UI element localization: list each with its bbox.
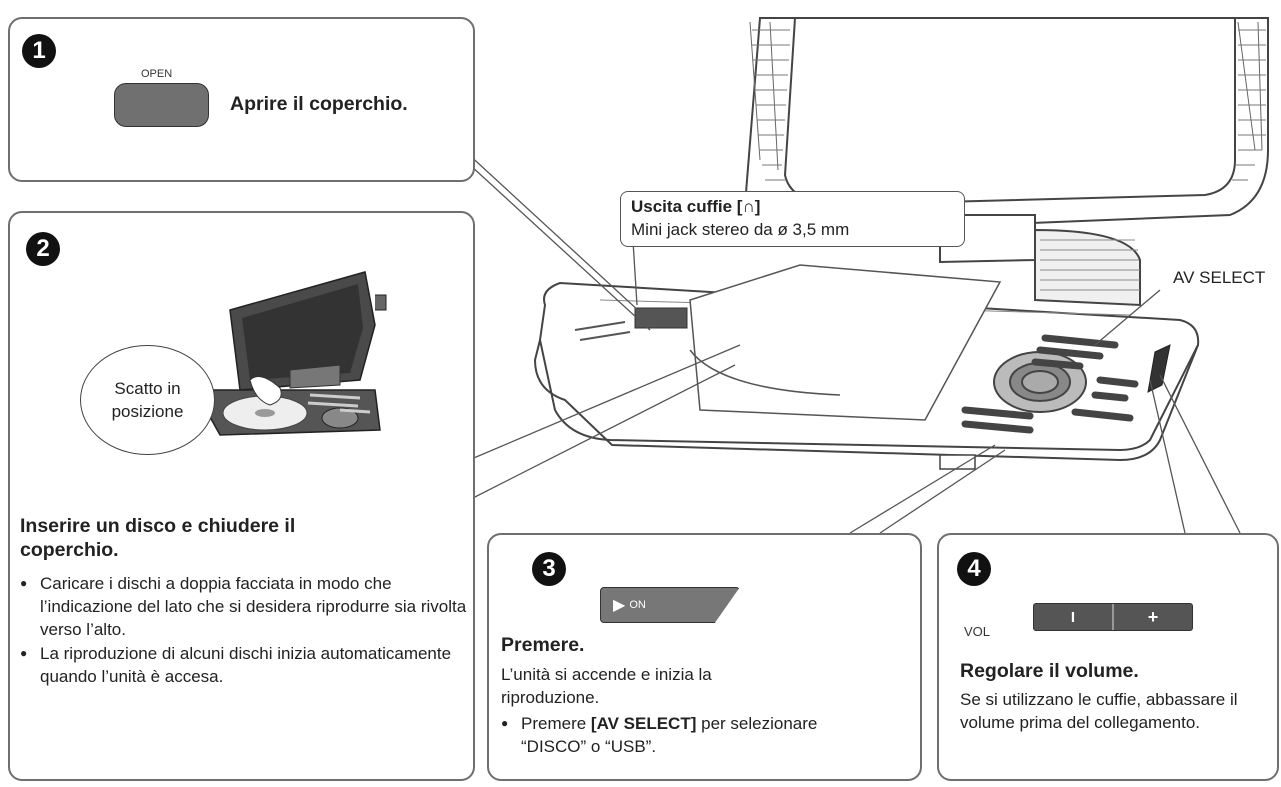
click-into-place-bubble: Scatto in posizione	[80, 345, 215, 455]
volume-up-button[interactable]: +	[1147, 606, 1159, 627]
step2-heading: Inserire un disco e chiudere il coperchi…	[20, 515, 296, 561]
grille-left	[752, 29, 790, 181]
disc-lid	[689, 264, 1002, 421]
disc-insert-illustration	[193, 271, 387, 436]
step3-heading: Premere.	[501, 634, 585, 656]
headphone-callout: Uscita cuffie [∩] Mini jack stereo da ø …	[620, 191, 965, 247]
open-button[interactable]	[114, 83, 209, 127]
volume-buttons: I +	[1033, 603, 1193, 631]
step2-bullet-1: Caricare i dischi a doppia facciata in m…	[20, 572, 480, 641]
step1-number: 1	[22, 34, 56, 68]
open-button-caption: OPEN	[141, 68, 173, 80]
screen-lid	[743, 17, 1269, 232]
play-icon: ▶	[613, 597, 626, 614]
control-buttons	[961, 334, 1139, 434]
step2-bullet-2: La riproduzione di alcuni dischi inizia …	[20, 642, 480, 688]
headphone-title: Uscita cuffie [∩]	[631, 197, 761, 216]
step1-instruction: Aprire il coperchio.	[230, 93, 408, 115]
step4-text: Se si utilizzano le cuffie, abbassare il…	[960, 690, 1238, 732]
bubble-text: Scatto in posizione	[111, 379, 184, 421]
headphone-jack-area	[634, 307, 688, 329]
grille-right	[1232, 29, 1266, 181]
leader-lines	[452, 139, 1241, 534]
av-select-label: AV SELECT	[1173, 268, 1266, 287]
front-left-grille	[574, 321, 631, 341]
vol-label: VOL	[964, 624, 991, 639]
headphone-subtitle: Mini jack stereo da ø 3,5 mm	[631, 220, 850, 239]
step3-bullet: Premere [AV SELECT] per selezionare “DIS…	[501, 712, 821, 758]
step3-text: L’unità si accende e inizia la riproduzi…	[501, 665, 712, 707]
on-label: ON	[629, 599, 646, 611]
step4-panel	[937, 533, 1279, 781]
side-volume-buttons	[1147, 344, 1171, 393]
volume-down-button[interactable]: I	[1034, 604, 1114, 630]
step3-number: 3	[532, 552, 566, 586]
play-on-button[interactable]: ▶ ON	[600, 587, 740, 623]
step4-heading: Regolare il volume.	[960, 660, 1139, 682]
step2-number: 2	[26, 232, 60, 266]
av-select-ref: [AV SELECT]	[590, 714, 697, 733]
headphone-icon: ∩	[742, 197, 755, 216]
step1-panel	[8, 17, 475, 182]
step4-number: 4	[957, 552, 991, 586]
